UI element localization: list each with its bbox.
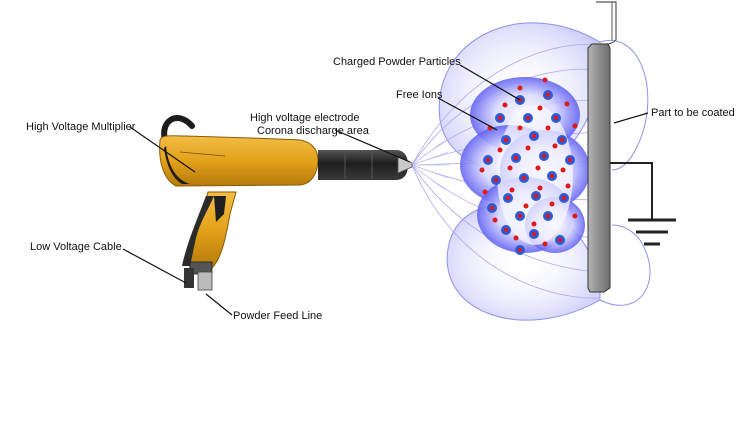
free-ion <box>531 221 537 227</box>
free-ion <box>542 77 548 83</box>
leader-high-voltage-multiplier <box>129 126 196 173</box>
powder-spray-gun-icon <box>159 115 413 291</box>
leader-part <box>613 112 649 124</box>
free-ion <box>560 167 566 173</box>
charged-particle-core <box>533 193 539 199</box>
free-ion <box>502 102 508 108</box>
leader-low-voltage-cable <box>122 248 187 284</box>
leader-free-ions <box>437 97 498 131</box>
free-ion <box>513 235 519 241</box>
high-voltage-multiplier-label: High Voltage Multiplier <box>26 121 136 133</box>
free-ion <box>492 217 498 223</box>
free-ion <box>565 183 571 189</box>
charged-particle-core <box>545 213 551 219</box>
charged-particle-core <box>531 231 537 237</box>
leader-powder-feed-line <box>205 293 233 316</box>
low-voltage-cable-label: Low Voltage Cable <box>30 241 122 253</box>
charged-particle-core <box>517 213 523 219</box>
charged-particle-core <box>525 115 531 121</box>
charged-particle-core <box>541 153 547 159</box>
ground-symbol-icon <box>610 162 676 246</box>
charged-particle-core <box>567 157 573 163</box>
powder-cloud <box>460 77 590 253</box>
free-ion <box>507 165 513 171</box>
free-ion <box>523 203 529 209</box>
free-ion <box>572 213 578 219</box>
free-ion <box>564 101 570 107</box>
free-ion <box>537 105 543 111</box>
free-ion <box>479 167 485 173</box>
charged-particle-core <box>553 115 559 121</box>
charged-particle-core <box>505 195 511 201</box>
electrode-label-line2: Corona discharge area <box>257 125 369 137</box>
charged-particles <box>483 90 575 255</box>
charged-particle-core <box>503 137 509 143</box>
leader-charged-particles <box>459 64 521 101</box>
free-ion <box>525 145 531 151</box>
charged-particle-core <box>497 115 503 121</box>
powder-feed-line-label: Powder Feed Line <box>233 310 323 322</box>
free-ion <box>545 125 551 131</box>
free-ion <box>572 123 578 129</box>
free-ion <box>535 165 541 171</box>
charged-particle-core <box>559 137 565 143</box>
free-ion <box>517 85 523 91</box>
free-ion <box>552 143 558 149</box>
charged-particle-core <box>545 92 551 98</box>
charged-particle-core <box>561 195 567 201</box>
charged-particle-core <box>549 173 555 179</box>
free-ions-label: Free Ions <box>396 89 443 101</box>
part-to-be-coated <box>587 1 617 293</box>
electrode-label-line1: High voltage electrode <box>250 112 360 124</box>
charged-particle-core <box>485 157 491 163</box>
part-to-be-coated-label: Part to be coated <box>651 107 735 119</box>
free-ion <box>542 241 548 247</box>
spray-cone <box>411 139 450 191</box>
free-ions <box>479 77 578 247</box>
free-ion <box>517 125 523 131</box>
free-ion <box>509 187 515 193</box>
free-ion <box>537 185 543 191</box>
charged-particle-core <box>521 175 527 181</box>
charged-particle-core <box>493 177 499 183</box>
charged-particle-core <box>531 133 537 139</box>
free-ion <box>497 147 503 153</box>
charged-particle-core <box>517 247 523 253</box>
free-ion <box>549 201 555 207</box>
free-ion <box>482 189 488 195</box>
charged-particle-core <box>503 227 509 233</box>
charged-particle-core <box>557 237 563 243</box>
charged-particle-core <box>513 155 519 161</box>
charged-particle-core <box>489 205 495 211</box>
leader-electrode <box>334 129 411 163</box>
charged-particles-label: Charged Powder Particles <box>333 56 461 68</box>
leader-lines <box>122 64 649 316</box>
